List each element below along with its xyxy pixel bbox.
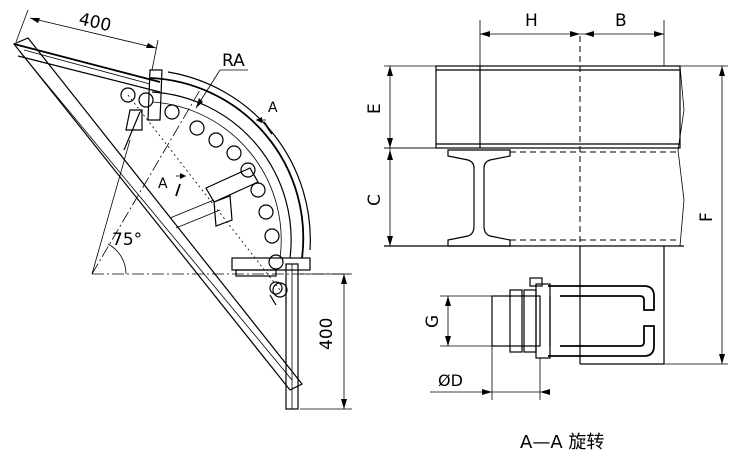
dim-g-label: G <box>423 315 443 328</box>
section-caption: A—A 旋转 <box>520 432 604 453</box>
lower-bracket <box>231 257 311 306</box>
center-lines <box>91 89 350 275</box>
roller-assembly <box>491 277 655 359</box>
diagonal-support-beam <box>13 37 303 391</box>
dim-d-label: ØD <box>438 371 463 390</box>
dim-b-label: B <box>615 11 627 31</box>
dim-g <box>440 295 492 347</box>
dim-b <box>580 20 665 66</box>
mid-bracket <box>169 167 259 229</box>
i-beam-rail <box>384 149 684 247</box>
dim-right-400-label: 400 <box>317 318 337 350</box>
entry-rail <box>13 43 161 93</box>
side-bar <box>579 246 665 365</box>
dim-e <box>384 65 436 149</box>
section-arrow-lower <box>175 173 186 197</box>
dim-top-400 <box>15 9 159 71</box>
dim-c <box>384 147 448 246</box>
section-mark-lower: A <box>158 176 168 192</box>
dim-f-label: F <box>697 212 717 222</box>
exit-beam <box>285 263 299 410</box>
top-plate <box>435 65 681 149</box>
dim-d <box>430 346 550 400</box>
angle-label: 75° <box>112 230 142 250</box>
radius-label: RA <box>222 51 245 71</box>
chain-rollers <box>120 87 288 298</box>
curved-guide-rails <box>149 71 311 259</box>
break-line <box>677 65 685 247</box>
dim-e-label: E <box>365 103 385 114</box>
dim-h-label: H <box>525 11 538 31</box>
dim-f <box>664 65 728 365</box>
dim-h <box>479 20 580 66</box>
section-mark-upper: A <box>268 100 278 116</box>
dim-right-400 <box>300 273 352 410</box>
upper-bracket <box>123 69 163 151</box>
dim-top-400-label: 400 <box>77 9 113 36</box>
curved-track-view: 400 RA A A 75° <box>13 9 352 410</box>
dim-c-label: C <box>365 194 385 206</box>
radius-leader <box>195 69 248 109</box>
section-view: H B E C <box>365 11 728 400</box>
section-arrow-upper <box>256 117 273 135</box>
